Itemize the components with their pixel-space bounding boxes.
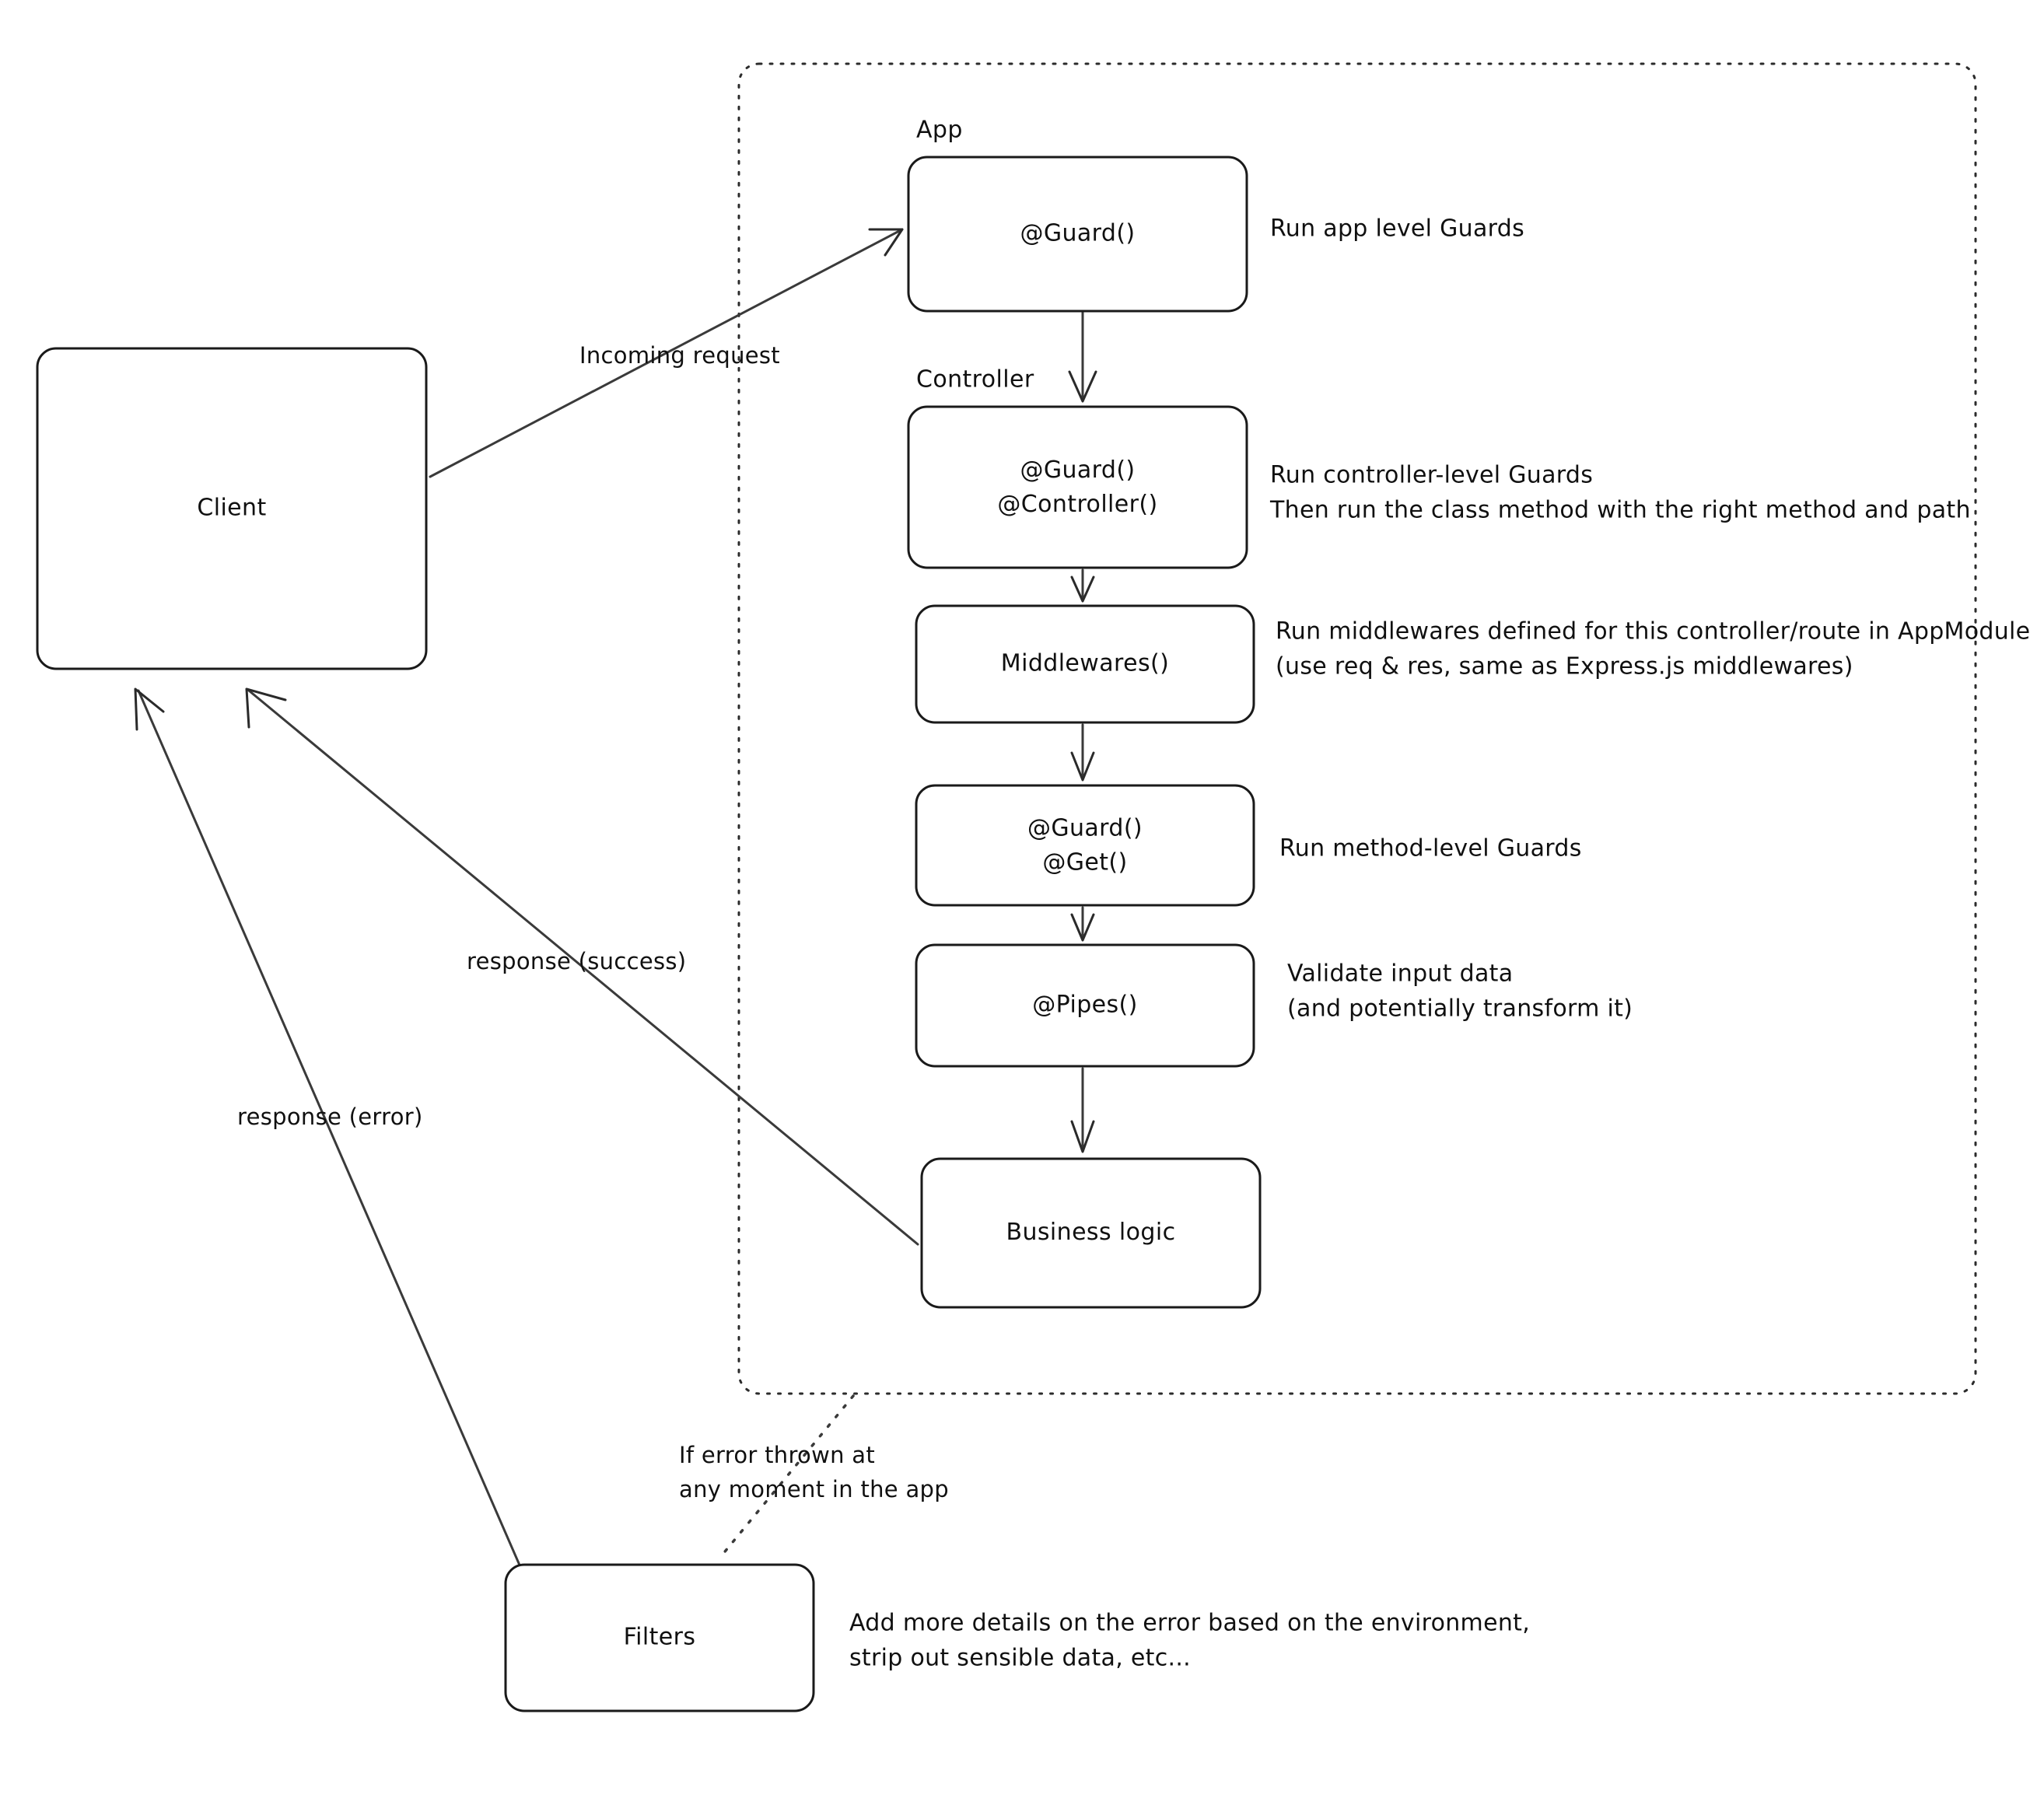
node-caption-controller-guard: Controller: [916, 366, 1034, 394]
note-filters-line-2: strip out sensible data, etc...: [849, 1645, 1191, 1672]
node-box-controller-guard[interactable]: [907, 405, 1248, 569]
node-label-app-guard: @Guard(): [1020, 220, 1135, 247]
note-pipes-line-2: (and potentially transform it): [1287, 995, 1633, 1023]
node-label-filters: Filters: [624, 1624, 696, 1651]
note-middlewares-line-1: Run middlewares defined for this control…: [1276, 618, 2030, 645]
node-label-controller-guard-line-1: @Guard(): [1020, 456, 1135, 484]
node-label-client: Client: [197, 495, 266, 522]
node-filters[interactable]: Filters: [504, 1563, 815, 1712]
node-middlewares[interactable]: Middlewares(): [915, 604, 1255, 724]
node-label-pipes: @Pipes(): [1032, 992, 1138, 1019]
arrowhead-controller-to-middlewares: [1070, 575, 1095, 603]
node-caption-app-guard: App: [916, 117, 963, 144]
note-controller-line-2: Then run the class method with the right…: [1269, 497, 1971, 524]
note-controller-line-1: Run controller-level Guards: [1270, 462, 1593, 489]
edge-response-success: [247, 689, 919, 1246]
node-app-guard[interactable]: @Guard() App: [907, 117, 1248, 313]
arrowhead-incoming-request: [868, 228, 904, 257]
arrowhead-response-error: [134, 687, 165, 731]
node-box-middlewares[interactable]: [915, 604, 1255, 724]
edge-label-incoming-request: Incoming request: [579, 342, 780, 369]
arrowhead-app-to-controller: [1068, 370, 1097, 403]
node-box-method-guard[interactable]: [915, 784, 1255, 907]
note-pipes-line-1: Validate input data: [1287, 960, 1513, 988]
node-box-client[interactable]: [36, 347, 428, 670]
node-business-logic[interactable]: Business logic: [920, 1157, 1262, 1309]
node-pipes[interactable]: @Pipes(): [915, 943, 1255, 1068]
note-app-guard-line-1: Run app level Guards: [1270, 215, 1524, 243]
node-box-app-guard[interactable]: [907, 156, 1248, 313]
edge-incoming-request: [429, 228, 904, 478]
note-filters-line-1: Add more details on the error based on t…: [849, 1610, 1530, 1637]
node-label-method-guard-line-2: @Get(): [1042, 849, 1127, 876]
edge-response-error: [137, 689, 530, 1588]
edge-label-response-success: response (success): [467, 948, 686, 974]
node-label-method-guard-line-1: @Guard(): [1027, 815, 1143, 842]
node-box-filters[interactable]: [504, 1563, 815, 1712]
note-method-guard-line-1: Run method-level Guards: [1279, 835, 1582, 862]
node-label-middlewares: Middlewares(): [1001, 650, 1169, 677]
node-controller-guard[interactable]: @Guard() @Controller() Controller: [907, 366, 1248, 569]
node-box-pipes[interactable]: [915, 943, 1255, 1068]
edge-label-response-error: response (error): [237, 1104, 423, 1130]
arrowhead-middlewares-to-method-guard: [1070, 751, 1095, 782]
nodes: Client @Guard() App @Guard() @Controller() Co…: [36, 117, 1262, 1712]
edge-label-error-thrown-line-1: If error thrown at: [679, 1442, 875, 1468]
group-app-container: [737, 62, 1977, 1395]
note-middlewares-line-2: (use req & res, same as Express.js middl…: [1276, 653, 1853, 680]
node-label-business-logic: Business logic: [1006, 1219, 1176, 1246]
arrowhead-method-guard-to-pipes: [1070, 913, 1095, 942]
edges: Incoming request response (success) respon…: [134, 228, 1097, 1588]
arrowhead-response-success: [245, 687, 287, 729]
edge-label-error-thrown-line-2: any moment in the app: [679, 1476, 949, 1502]
node-method-guard[interactable]: @Guard() @Get(): [915, 784, 1255, 907]
arrowhead-pipes-to-business-logic: [1070, 1120, 1095, 1153]
group-boundaries: [737, 62, 1977, 1395]
node-client[interactable]: Client: [36, 347, 428, 670]
node-box-business-logic[interactable]: [920, 1157, 1262, 1309]
node-label-controller-guard-line-2: @Controller(): [997, 491, 1157, 518]
